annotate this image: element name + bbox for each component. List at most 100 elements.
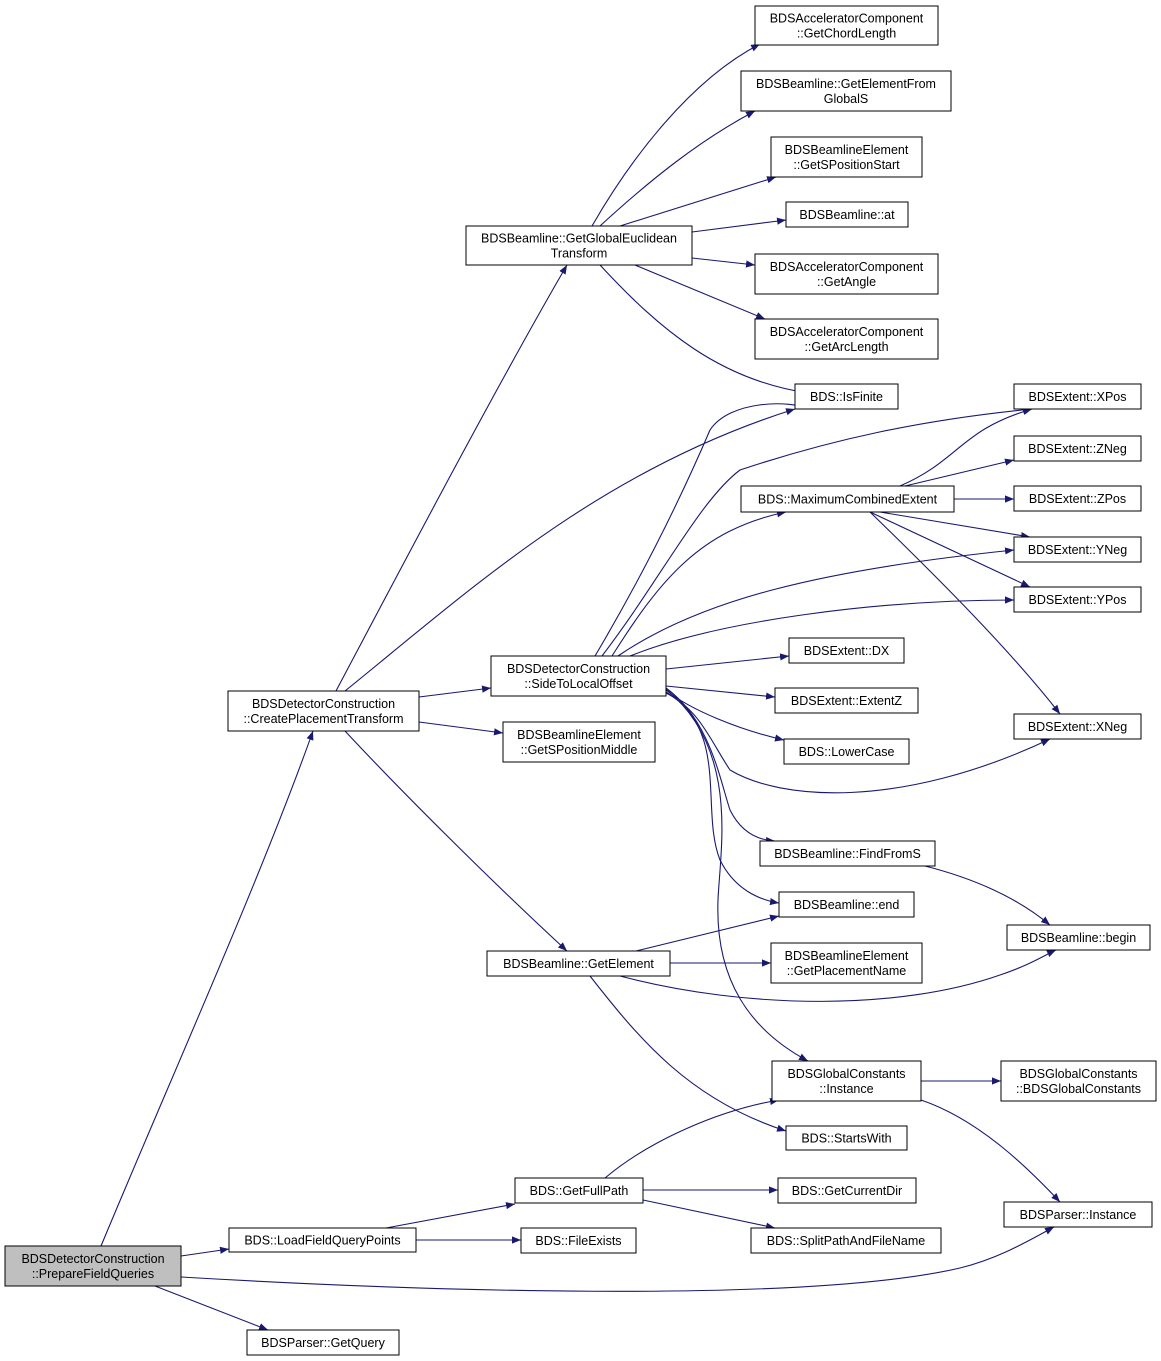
node-label-line: BDSDetectorConstruction xyxy=(252,697,395,711)
node-file-exists[interactable]: BDS::FileExists xyxy=(520,1227,637,1254)
node-xpos[interactable]: BDSExtent::XPos xyxy=(1013,383,1142,410)
call-edge-get_global_euclidean-to-get_chord_length xyxy=(591,43,761,227)
node-get-spos-middle[interactable]: BDSBeamlineElement::GetSPositionMiddle xyxy=(502,721,656,763)
call-edge-max_combined_extent-to-xneg xyxy=(869,511,1061,715)
call-edge-get_full_path-to-global_constants_instance xyxy=(604,1097,780,1179)
node-label-line: ::GetSPositionMiddle xyxy=(521,743,638,757)
node-label-line: Transform xyxy=(551,247,608,261)
node-global-constants-instance[interactable]: BDSGlobalConstants::Instance xyxy=(771,1060,922,1102)
node-root[interactable]: BDSDetectorConstruction::PrepareFieldQue… xyxy=(4,1245,182,1287)
node-find-from-s[interactable]: BDSBeamline::FindFromS xyxy=(759,840,936,867)
node-label-line: ::GetAngle xyxy=(817,275,876,289)
call-edge-get_element-to-beamline_begin xyxy=(619,949,1057,1002)
node-extent-z[interactable]: BDSExtent::ExtentZ xyxy=(774,687,919,714)
node-label-line: BDSAcceleratorComponent xyxy=(770,325,924,339)
node-lower-case[interactable]: BDS::LowerCase xyxy=(783,738,910,765)
call-edge-side_to_local-to-xneg xyxy=(665,692,1051,794)
node-get-chord-length[interactable]: BDSAcceleratorComponent::GetChordLength xyxy=(754,5,939,46)
node-label-line: ::Instance xyxy=(819,1082,873,1096)
node-label-line: BDSBeamline::end xyxy=(794,898,900,912)
node-get-query[interactable]: BDSParser::GetQuery xyxy=(246,1329,400,1356)
node-label-line: BDS::LowerCase xyxy=(799,745,895,759)
node-beamline-begin[interactable]: BDSBeamline::begin xyxy=(1006,924,1151,951)
call-edge-get_element-to-starts_with xyxy=(589,975,787,1132)
call-edge-global_constants_instance-to-parser_instance xyxy=(920,1099,1061,1203)
node-label-line: BDSBeamline::GetGlobalEuclidean xyxy=(481,232,677,246)
call-edge-max_combined_extent-to-ypos xyxy=(869,511,1031,588)
node-box xyxy=(778,891,915,918)
node-label-line: BDSAcceleratorComponent xyxy=(770,260,924,274)
node-label-line: BDS::GetCurrentDir xyxy=(792,1184,902,1198)
node-label-line: BDSGlobalConstants xyxy=(1019,1067,1137,1081)
node-create-placement[interactable]: BDSDetectorConstruction::CreatePlacement… xyxy=(227,690,420,732)
node-label-line: BDSExtent::ZPos xyxy=(1029,492,1126,506)
node-box xyxy=(4,1245,182,1287)
node-box xyxy=(754,318,939,360)
node-box xyxy=(502,721,656,763)
node-label-line: BDSExtent::XNeg xyxy=(1028,720,1127,734)
node-box xyxy=(740,70,952,112)
node-get-placement-name[interactable]: BDSBeamlineElement::GetPlacementName xyxy=(770,942,923,984)
node-label-line: BDSBeamlineElement xyxy=(785,143,909,157)
node-box xyxy=(774,687,919,714)
call-edge-get_global_euclidean-to-is_finite xyxy=(599,264,809,396)
node-ypos[interactable]: BDSExtent::YPos xyxy=(1013,586,1142,613)
node-box xyxy=(1003,1201,1153,1228)
node-yneg[interactable]: BDSExtent::YNeg xyxy=(1013,536,1142,563)
node-label-line: BDS::MaximumCombinedExtent xyxy=(758,493,938,507)
node-box xyxy=(750,1227,942,1254)
call-edge-get_global_euclidean-to-get_element_from_global xyxy=(599,110,756,227)
node-box xyxy=(1013,536,1142,563)
node-box xyxy=(754,5,939,46)
node-label-line: ::GetChordLength xyxy=(797,27,896,41)
node-box xyxy=(770,942,923,984)
call-edge-side_to_local-to-global_constants_instance xyxy=(665,688,809,1062)
call-edge-max_combined_extent-to-zneg xyxy=(904,458,1015,487)
node-get-current-dir[interactable]: BDS::GetCurrentDir xyxy=(777,1177,917,1204)
node-label-line: BDSParser::Instance xyxy=(1020,1208,1137,1222)
node-beamline-at[interactable]: BDSBeamline::at xyxy=(785,201,909,228)
node-xneg[interactable]: BDSExtent::XNeg xyxy=(1013,713,1142,740)
node-starts-with[interactable]: BDS::StartsWith xyxy=(785,1125,908,1151)
node-box xyxy=(490,655,667,697)
call-edge-find_from_s-to-beamline_begin xyxy=(924,865,1051,926)
node-get-arc-length[interactable]: BDSAcceleratorComponent::GetArcLength xyxy=(754,318,939,360)
call-edge-side_to_local-to-xpos xyxy=(601,406,1033,657)
node-get-angle[interactable]: BDSAcceleratorComponent::GetAngle xyxy=(754,253,939,295)
node-label-line: GlobalS xyxy=(824,92,868,106)
node-global-constants-ctor[interactable]: BDSGlobalConstants::BDSGlobalConstants xyxy=(1000,1060,1157,1102)
call-edge-get_global_euclidean-to-get_spos_start xyxy=(619,176,777,227)
node-max-combined-extent[interactable]: BDS::MaximumCombinedExtent xyxy=(740,485,955,513)
node-zneg[interactable]: BDSExtent::ZNeg xyxy=(1013,435,1142,462)
call-edge-root-to-load_field xyxy=(180,1246,230,1257)
node-label-line: BDSBeamline::FindFromS xyxy=(774,847,921,861)
node-label-line: BDSBeamline::begin xyxy=(1021,931,1136,945)
node-parser-instance[interactable]: BDSParser::Instance xyxy=(1003,1201,1153,1228)
call-edge-create_placement-to-side_to_local xyxy=(418,685,492,698)
node-beamline-end[interactable]: BDSBeamline::end xyxy=(778,891,915,918)
node-label-line: ::SideToLocalOffset xyxy=(524,677,633,691)
node-side-to-local[interactable]: BDSDetectorConstruction::SideToLocalOffs… xyxy=(490,655,667,697)
node-get-full-path[interactable]: BDS::GetFullPath xyxy=(514,1177,644,1204)
node-get-element[interactable]: BDSBeamline::GetElement xyxy=(486,950,671,977)
node-box xyxy=(771,1060,922,1102)
node-label-line: BDSBeamline::GetElement xyxy=(503,957,654,971)
node-label-line: ::CreatePlacementTransform xyxy=(243,712,403,726)
node-zpos[interactable]: BDSExtent::ZPos xyxy=(1013,485,1142,512)
node-label-line: BDSAcceleratorComponent xyxy=(770,12,924,26)
call-edge-get_element-to-beamline_end xyxy=(635,914,780,952)
node-box xyxy=(770,136,923,178)
node-is-finite[interactable]: BDS::IsFinite xyxy=(794,383,899,410)
node-load-field[interactable]: BDS::LoadFieldQueryPoints xyxy=(228,1227,417,1253)
node-box xyxy=(1013,435,1142,462)
call-edge-get_full_path-to-split_path xyxy=(642,1199,776,1230)
node-box xyxy=(1006,924,1151,951)
node-extent-dx[interactable]: BDSExtent::DX xyxy=(788,637,905,664)
call-edge-side_to_local-to-beamline_end xyxy=(665,691,780,906)
node-label-line: ::GetPlacementName xyxy=(787,964,907,978)
node-get-spos-start[interactable]: BDSBeamlineElement::GetSPositionStart xyxy=(770,136,923,178)
call-edge-root-to-parser_instance xyxy=(180,1226,1055,1292)
node-split-path[interactable]: BDS::SplitPathAndFileName xyxy=(750,1227,942,1254)
